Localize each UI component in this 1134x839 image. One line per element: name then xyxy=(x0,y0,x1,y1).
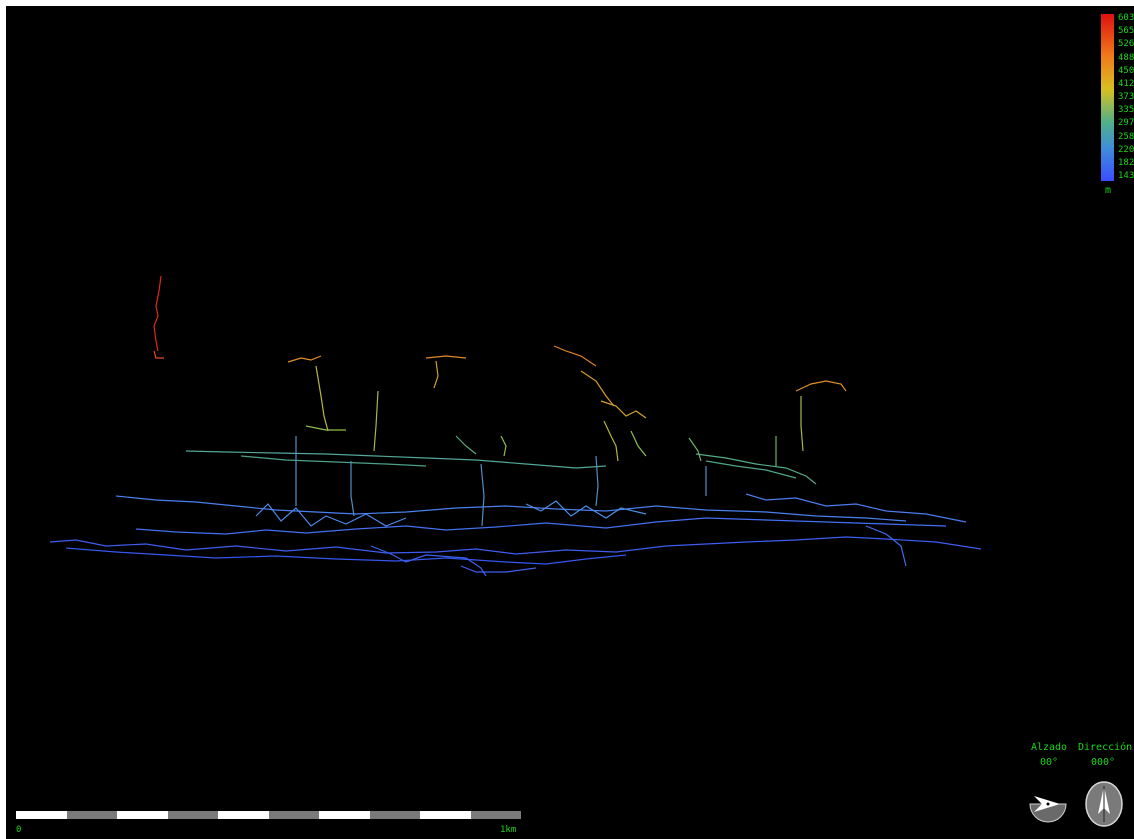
scale-segment xyxy=(268,811,319,819)
depth-tick-label: 488 xyxy=(1118,52,1134,63)
survey-passage xyxy=(433,360,439,389)
scale-segment xyxy=(218,811,269,819)
elevation-label: Alzado xyxy=(1030,742,1068,753)
scale-segment xyxy=(319,811,370,819)
survey-passage xyxy=(525,500,647,519)
compass-north-icon[interactable] xyxy=(1084,780,1124,828)
scale-segment xyxy=(369,811,420,819)
depth-gradient-bar xyxy=(1101,14,1114,181)
depth-tick-label: 450 xyxy=(1118,65,1134,76)
survey-passage xyxy=(373,390,379,452)
survey-passage xyxy=(455,435,477,455)
survey-passage xyxy=(153,275,162,352)
scale-segment xyxy=(117,811,168,819)
survey-passage xyxy=(49,536,982,555)
survey-passage xyxy=(185,450,607,469)
depth-tick-label: 297 xyxy=(1118,118,1134,129)
survey-passage xyxy=(305,425,346,431)
survey-passage xyxy=(580,370,615,407)
survey-passage xyxy=(153,350,164,359)
survey-passage xyxy=(500,435,507,457)
depth-tick-label: 182 xyxy=(1118,157,1134,168)
survey-passage xyxy=(315,365,329,432)
depth-tick-label: 335 xyxy=(1118,105,1134,116)
depth-tick-label: 258 xyxy=(1118,131,1134,142)
elevation-dial-icon[interactable] xyxy=(1028,784,1068,824)
survey-passage xyxy=(553,345,597,367)
survey-passage xyxy=(240,455,427,467)
survey-passage xyxy=(603,420,619,462)
survey-passage xyxy=(135,517,947,535)
depth-tick-label: 373 xyxy=(1118,92,1134,102)
depth-tick-label: 412 xyxy=(1118,78,1134,89)
survey-passage xyxy=(65,547,627,565)
direction-label: Dirección xyxy=(1078,742,1133,753)
survey-passage xyxy=(115,495,907,522)
survey-passage xyxy=(480,463,485,527)
survey-passage xyxy=(745,493,967,523)
survey-passage xyxy=(800,396,804,452)
survey-passage xyxy=(595,455,599,507)
survey-passage xyxy=(695,453,817,485)
survey-passage xyxy=(795,380,847,392)
scale-end-label: 1km xyxy=(500,825,517,835)
survey-passage xyxy=(460,565,537,573)
elevation-value: 00° xyxy=(1039,757,1059,768)
scale-segment xyxy=(66,811,117,819)
survey-passage xyxy=(370,545,487,577)
survey-passage xyxy=(865,525,907,567)
survey-passage xyxy=(688,437,702,462)
depth-tick-label: 143 xyxy=(1118,171,1134,181)
survey-passage xyxy=(287,355,322,363)
depth-tick-label: 220 xyxy=(1118,144,1134,155)
survey-passage xyxy=(350,461,355,517)
scale-segment xyxy=(16,811,67,819)
survey-passage xyxy=(425,355,467,359)
scale-segment xyxy=(167,811,218,819)
scale-start-label: 0 xyxy=(16,825,22,835)
survey-passage xyxy=(255,503,407,527)
depth-tick-label: 526 xyxy=(1118,39,1134,50)
direction-value: 000° xyxy=(1090,757,1116,768)
depth-tick-label: 603 xyxy=(1118,13,1134,23)
cave-survey-elevation-view xyxy=(49,275,982,577)
survey-passage xyxy=(705,460,797,479)
depth-unit-label: m xyxy=(1105,185,1112,196)
survey-passage xyxy=(600,400,647,419)
survey-passage xyxy=(630,430,647,457)
depth-tick-label: 565 xyxy=(1118,26,1134,37)
scale-segment xyxy=(470,811,521,819)
scale-segment xyxy=(420,811,471,819)
